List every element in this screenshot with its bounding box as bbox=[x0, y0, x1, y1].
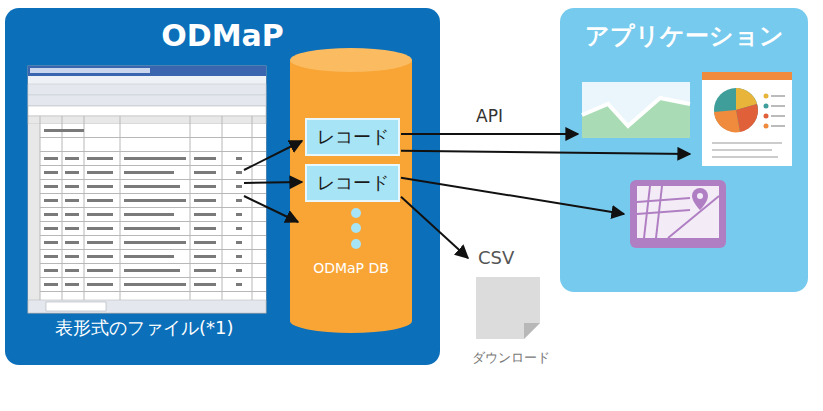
import-arrows bbox=[244, 141, 302, 222]
document-icon bbox=[474, 275, 542, 341]
download-label: ダウンロード bbox=[472, 349, 550, 367]
system-panel: ODMaP表形式のファイル(*1)ODMaP DBレコードレコード bbox=[5, 8, 440, 365]
map-icon bbox=[630, 180, 726, 248]
spreadsheet-screenshot bbox=[28, 66, 266, 313]
format-label: CSV bbox=[478, 247, 514, 268]
panel-title: ODMaP bbox=[5, 18, 440, 53]
database-cylinder: ODMaP DBレコードレコード bbox=[290, 48, 412, 333]
record-box: レコード bbox=[305, 118, 400, 156]
csv-download: CSV ダウンロード bbox=[470, 245, 570, 370]
edge-label: API bbox=[473, 106, 506, 126]
record-box: レコード bbox=[305, 164, 400, 202]
record-label: レコード bbox=[317, 171, 389, 195]
application-panel: アプリケーション bbox=[560, 8, 808, 292]
file-caption: 表形式のファイル(*1) bbox=[55, 316, 234, 340]
report-icon bbox=[702, 72, 792, 166]
flow-arrow bbox=[401, 133, 578, 135]
line-chart-icon bbox=[582, 82, 690, 138]
db-label: ODMaP DB bbox=[290, 260, 412, 276]
flow-arrow bbox=[401, 151, 690, 154]
flow-arrow bbox=[401, 178, 624, 214]
record-label: レコード bbox=[317, 125, 389, 149]
flow-arrow bbox=[401, 197, 468, 258]
panel-title: アプリケーション bbox=[560, 20, 808, 52]
